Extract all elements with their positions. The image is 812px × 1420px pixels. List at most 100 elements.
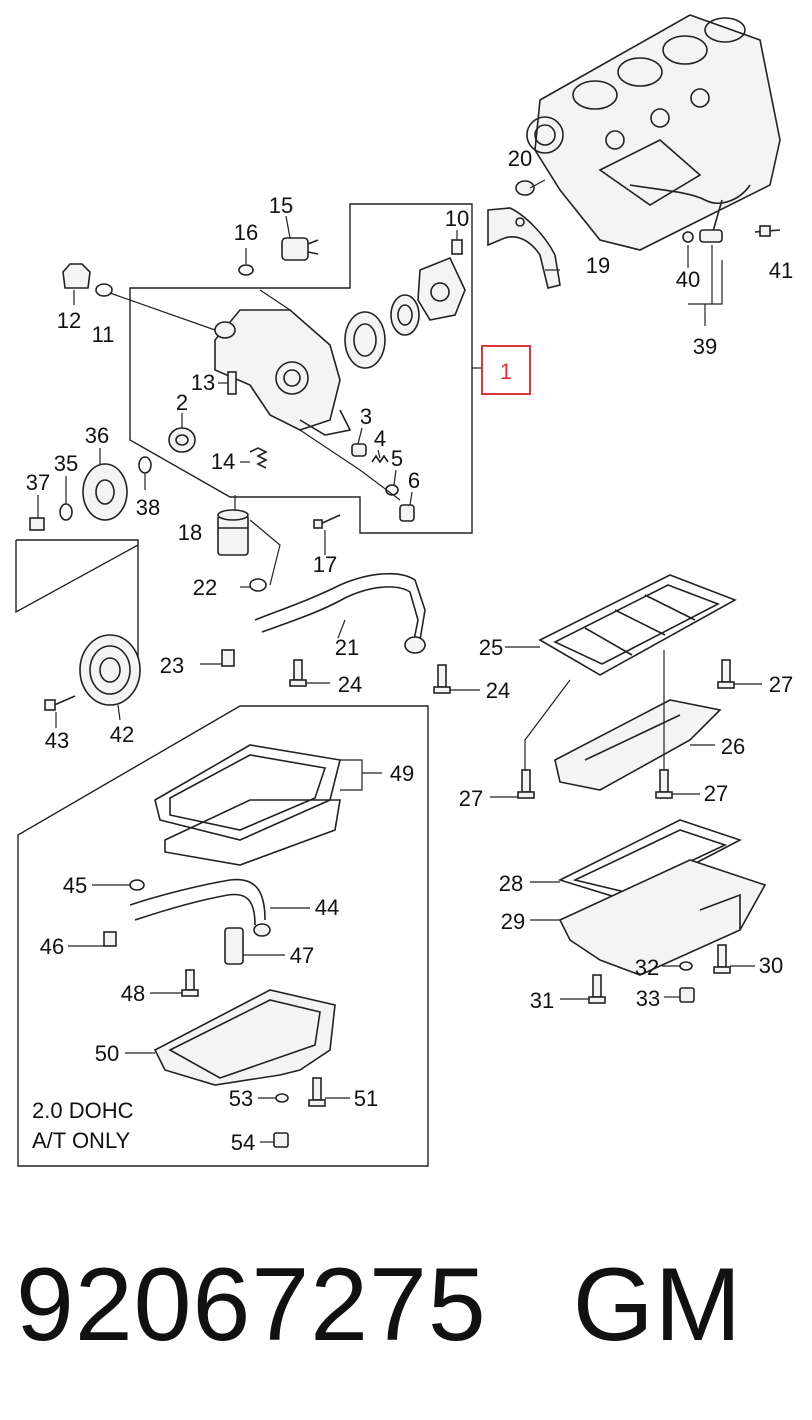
callout-33: 33: [636, 986, 660, 1011]
part-53-washer: [258, 1093, 289, 1103]
callout-32: 32: [635, 955, 659, 980]
callout-53: 53: [229, 1086, 253, 1111]
callout-38: 38: [136, 495, 160, 520]
engine-block: [526, 14, 781, 251]
callout-29: 29: [501, 909, 525, 934]
part-28-gasket: [530, 819, 743, 901]
callout-24a: 24: [338, 672, 362, 697]
part-12-plug: [62, 263, 91, 305]
part-26-baffle: [554, 699, 722, 791]
callout-47: 47: [290, 943, 314, 968]
callout-35: 35: [54, 451, 78, 476]
part-46-bolt: [68, 931, 117, 947]
part-13-bolt: [218, 371, 237, 395]
part-10-screw: [451, 230, 463, 255]
callout-23: 23: [160, 653, 184, 678]
part-14-spring: [240, 447, 268, 469]
callout-13: 13: [191, 370, 215, 395]
part-23-bolt: [200, 649, 235, 667]
callout-26: 26: [721, 734, 745, 759]
callout-49: 49: [390, 761, 414, 786]
part-21-pickup-tube: [254, 572, 426, 654]
part-42-pulley: [79, 634, 141, 721]
part-31-bolt: [560, 974, 606, 1004]
part-25-gasket: [505, 574, 737, 676]
callout-54: 54: [231, 1130, 255, 1155]
callout-42: 42: [110, 722, 134, 747]
callout-25: 25: [479, 635, 503, 660]
part-11-washer: [95, 283, 216, 331]
callout-27c: 27: [704, 781, 728, 806]
callout-12: 12: [57, 308, 81, 333]
callout-2: 2: [176, 390, 188, 415]
part-4-spring: [371, 449, 389, 464]
exploded-parts-diagram: 1: [15, 14, 793, 1167]
part-49-gasket-set: [154, 744, 382, 866]
callout-36: 36: [85, 423, 109, 448]
part-30-bolt: [713, 944, 755, 974]
part-51-bolt: [308, 1077, 350, 1107]
callout-40: 40: [676, 267, 700, 292]
part-24-bolt-b: [433, 664, 480, 694]
part-27-bolt-a: [717, 659, 762, 689]
inset-note-line1: 2.0 DOHC: [32, 1098, 134, 1123]
callout-19: 19: [586, 253, 610, 278]
callout-11: 11: [92, 322, 115, 347]
part-32-washer: [662, 961, 693, 971]
callout-41: 41: [769, 258, 793, 283]
callout-14: 14: [211, 449, 235, 474]
part-35-washer: [59, 476, 73, 521]
inset-note-line2: A/T ONLY: [32, 1128, 131, 1153]
inset-frame: [17, 705, 429, 1167]
part-48-bolt: [150, 969, 199, 997]
part-47-bracket: [224, 927, 285, 965]
callout-17: 17: [313, 552, 337, 577]
part-44-pickup-tube: [129, 878, 310, 937]
part-37-bolt: [29, 495, 45, 531]
callout-48: 48: [121, 981, 145, 1006]
callout-51: 51: [354, 1086, 378, 1111]
callout-46: 46: [40, 934, 64, 959]
part-2-seal: [168, 413, 196, 453]
part-39-oil-pipe: [629, 184, 781, 243]
callout-50: 50: [95, 1041, 119, 1066]
part-15-pressure-switch: [281, 215, 319, 261]
callout-15: 15: [269, 193, 293, 218]
callout-22: 22: [193, 575, 217, 600]
part-27-bolt-c: [655, 769, 700, 799]
part-pump-cover: [417, 256, 466, 321]
callout-27a: 27: [769, 672, 793, 697]
part-17-bolt: [313, 514, 341, 555]
callout-31: 31: [530, 988, 554, 1013]
callout-37: 37: [26, 470, 50, 495]
part-24-bolt-a: [289, 659, 330, 687]
part-number: 92067275: [16, 1247, 487, 1363]
callout-1: 1: [500, 359, 512, 384]
part-27-bolt-b: [490, 769, 535, 799]
callout-28: 28: [499, 871, 523, 896]
callout-39: 39: [693, 334, 717, 359]
part-36-sprocket: [82, 448, 128, 521]
part-oil-pump-body: [214, 309, 352, 436]
part-19-seal-retainer: [487, 207, 561, 289]
callout-6: 6: [408, 468, 420, 493]
callout-16: 16: [234, 220, 258, 245]
callout-30: 30: [759, 953, 783, 978]
part-22-oring: [240, 578, 267, 592]
callout-43: 43: [45, 728, 69, 753]
callout-24b: 24: [486, 678, 510, 703]
part-33-drain-plug: [664, 987, 695, 1003]
callout-18: 18: [178, 520, 202, 545]
callout-21: 21: [335, 635, 359, 660]
part-6-plug: [399, 491, 415, 522]
part-20-plug: [515, 179, 546, 196]
callout-10: 10: [445, 206, 469, 231]
part-38-key: [138, 456, 152, 490]
part-3-relief-plunger: [351, 427, 367, 457]
callout-45: 45: [63, 873, 87, 898]
callout-20: 20: [508, 146, 532, 171]
part-50-oil-pan: [125, 989, 336, 1086]
part-45-oring: [92, 879, 145, 891]
part-1-highlight-box[interactable]: [481, 345, 531, 395]
